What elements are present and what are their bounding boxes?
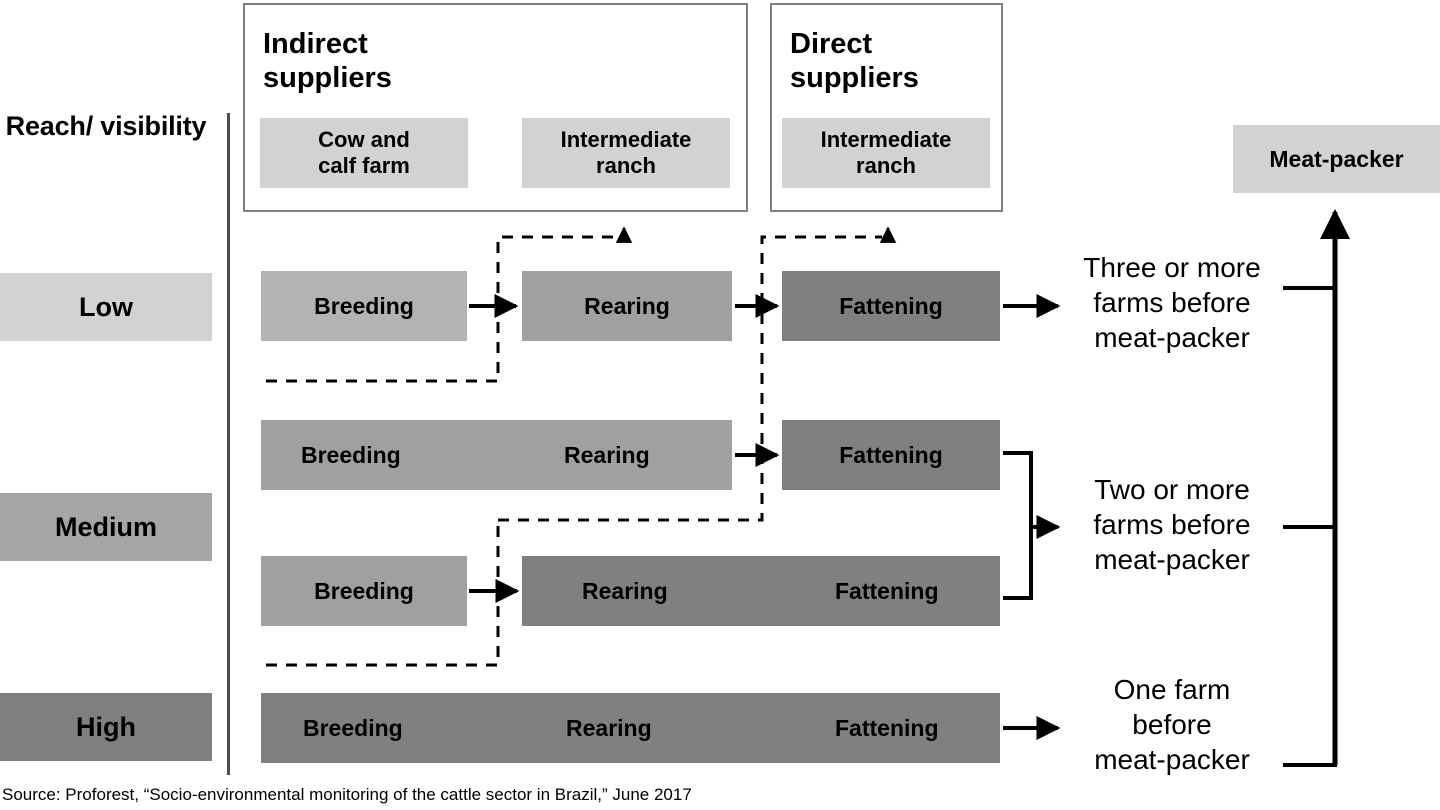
row-medium-lower-box-breeding: Breeding: [261, 556, 467, 626]
panel-indirect-title: Indirect suppliers: [263, 28, 392, 94]
outcome-one-farm: One farm before meat-packer: [1094, 674, 1250, 775]
chip-intermediate-ranch-indirect: Intermediate ranch: [522, 118, 730, 188]
axis-band-low-label: Low: [79, 291, 133, 322]
row-medium-upper-label-fattening: Fattening: [839, 441, 943, 468]
source-note: Source: Proforest, “Socio-environmental …: [2, 785, 692, 804]
row-medium-upper-box-fattening: Fattening: [782, 420, 1000, 490]
axis-band-high-label: High: [76, 711, 136, 742]
axis-title: Reach/ visibility: [5, 111, 207, 141]
bracket-medium-merge: [1003, 451, 1061, 600]
axis-band-low: Low: [0, 273, 212, 341]
row-low-label-fattening: Fattening: [839, 292, 943, 319]
outcome-three-or-more-farms: Three or more farms before meat-packer: [1083, 252, 1261, 353]
axis-band-medium: Medium: [0, 493, 212, 561]
panel-direct-title: Direct suppliers: [790, 28, 919, 94]
row-medium-lower-label-rearing: Rearing: [582, 577, 668, 604]
row-medium-upper-box-breeding-rearing: Breeding Rearing: [261, 420, 732, 490]
axis-band-medium-label: Medium: [54, 511, 157, 542]
outcome-two-or-more-farms: Two or more farms before meat-packer: [1093, 474, 1251, 575]
row-high-box-full-chain: Breeding Rearing Fattening: [261, 693, 1000, 763]
chip-cow-and-calf-farm: Cow and calf farm: [260, 118, 468, 188]
row-high-label-breeding: Breeding: [303, 714, 403, 741]
row-high-label-rearing: Rearing: [566, 714, 652, 741]
row-high-label-fattening: Fattening: [835, 714, 939, 741]
axis-band-high: High: [0, 693, 212, 761]
row-medium-lower-label-fattening: Fattening: [835, 577, 939, 604]
row-medium-upper-label-rearing: Rearing: [564, 441, 650, 468]
row-low-box-rearing: Rearing: [522, 271, 732, 341]
row-low-label-rearing: Rearing: [584, 292, 670, 319]
row-medium-upper-label-breeding: Breeding: [301, 441, 401, 468]
axis-divider-line: [227, 113, 230, 775]
row-low-label-breeding: Breeding: [314, 292, 414, 319]
row-low-box-fattening: Fattening: [782, 271, 1000, 341]
chip-intermediate-ranch-direct: Intermediate ranch: [782, 118, 990, 188]
row-medium-lower-label-breeding: Breeding: [314, 577, 414, 604]
row-low-box-breeding: Breeding: [261, 271, 467, 341]
chip-meat-packer: Meat-packer: [1233, 125, 1440, 193]
row-medium-lower-box-rearing-fattening: Rearing Fattening: [522, 556, 1000, 626]
